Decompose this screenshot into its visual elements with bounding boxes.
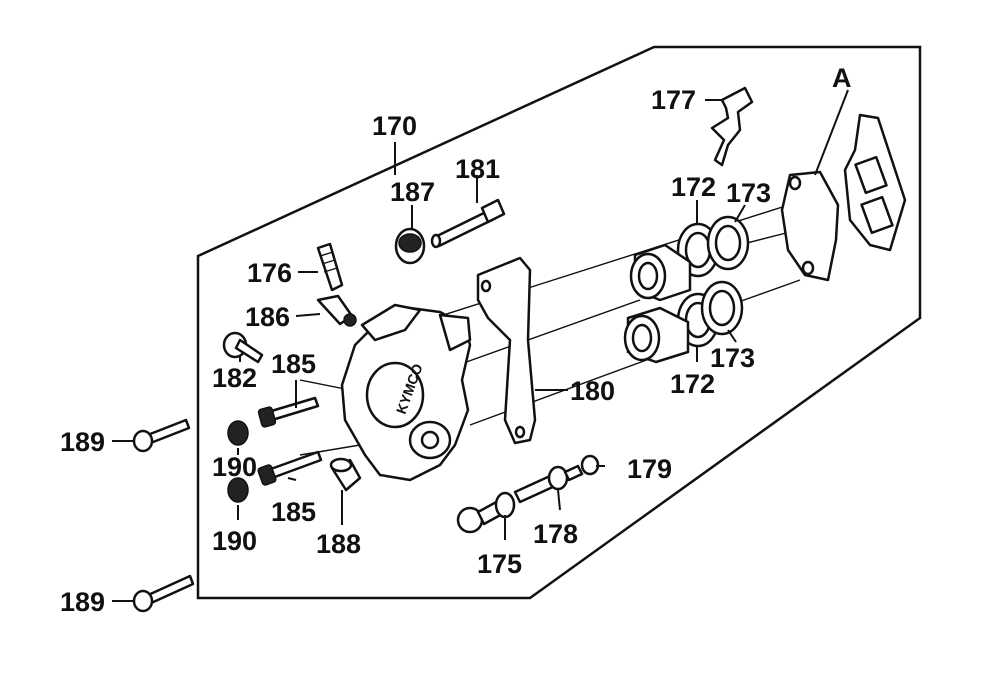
part-labels: 170 181 187 177 A 176 186 172 173 182 18…: [60, 63, 852, 617]
part-189-bolt-lower: [132, 574, 195, 613]
part-180-bracket: [476, 256, 537, 445]
part-188-sleeve: [329, 457, 362, 492]
label-177: 177: [651, 85, 696, 115]
label-188: 188: [316, 529, 361, 559]
part-185-pin-lower: [257, 450, 323, 486]
label-180: 180: [570, 376, 615, 406]
label-172-upper: 172: [671, 172, 716, 202]
part-177-clip: [710, 86, 754, 167]
leader-lines: [112, 89, 849, 602]
part-185-pin-upper: [257, 396, 320, 428]
piston-upper: [629, 243, 692, 302]
label-182: 182: [212, 363, 257, 393]
part-a-brake-pads: [780, 113, 907, 282]
part-186-cap: [316, 294, 357, 327]
label-179: 179: [627, 454, 672, 484]
part-190-plug-lower: [227, 477, 249, 503]
part-176-bleeder: [316, 242, 344, 292]
label-185-lower: 185: [271, 497, 316, 527]
part-178-sleeve: [513, 464, 584, 504]
label-187: 187: [390, 177, 435, 207]
label-189-lower: 189: [60, 587, 105, 617]
part-181-bolt: [430, 198, 506, 249]
part-179-nut: [580, 454, 600, 476]
label-173-lower: 173: [710, 343, 755, 373]
label-190-lower: 190: [212, 526, 257, 556]
label-185-upper: 185: [271, 349, 316, 379]
label-170: 170: [372, 111, 417, 141]
label-186: 186: [245, 302, 290, 332]
label-189-upper: 189: [60, 427, 105, 457]
piston-lower: [623, 306, 690, 364]
part-190-plug-upper: [227, 420, 249, 446]
label-175: 175: [477, 549, 522, 579]
assembly-boundary: [196, 45, 922, 600]
part-187-cap: [394, 227, 426, 265]
label-181: 181: [455, 154, 500, 184]
label-a: A: [832, 63, 852, 93]
part-189-bolt-upper: [132, 418, 191, 453]
label-173-upper: 173: [726, 178, 771, 208]
part-170-caliper-body: KYMCO: [340, 303, 472, 482]
part-182-screw: [222, 331, 264, 364]
label-178: 178: [533, 519, 578, 549]
label-172-lower: 172: [670, 369, 715, 399]
label-176: 176: [247, 258, 292, 288]
label-190-upper: 190: [212, 452, 257, 482]
